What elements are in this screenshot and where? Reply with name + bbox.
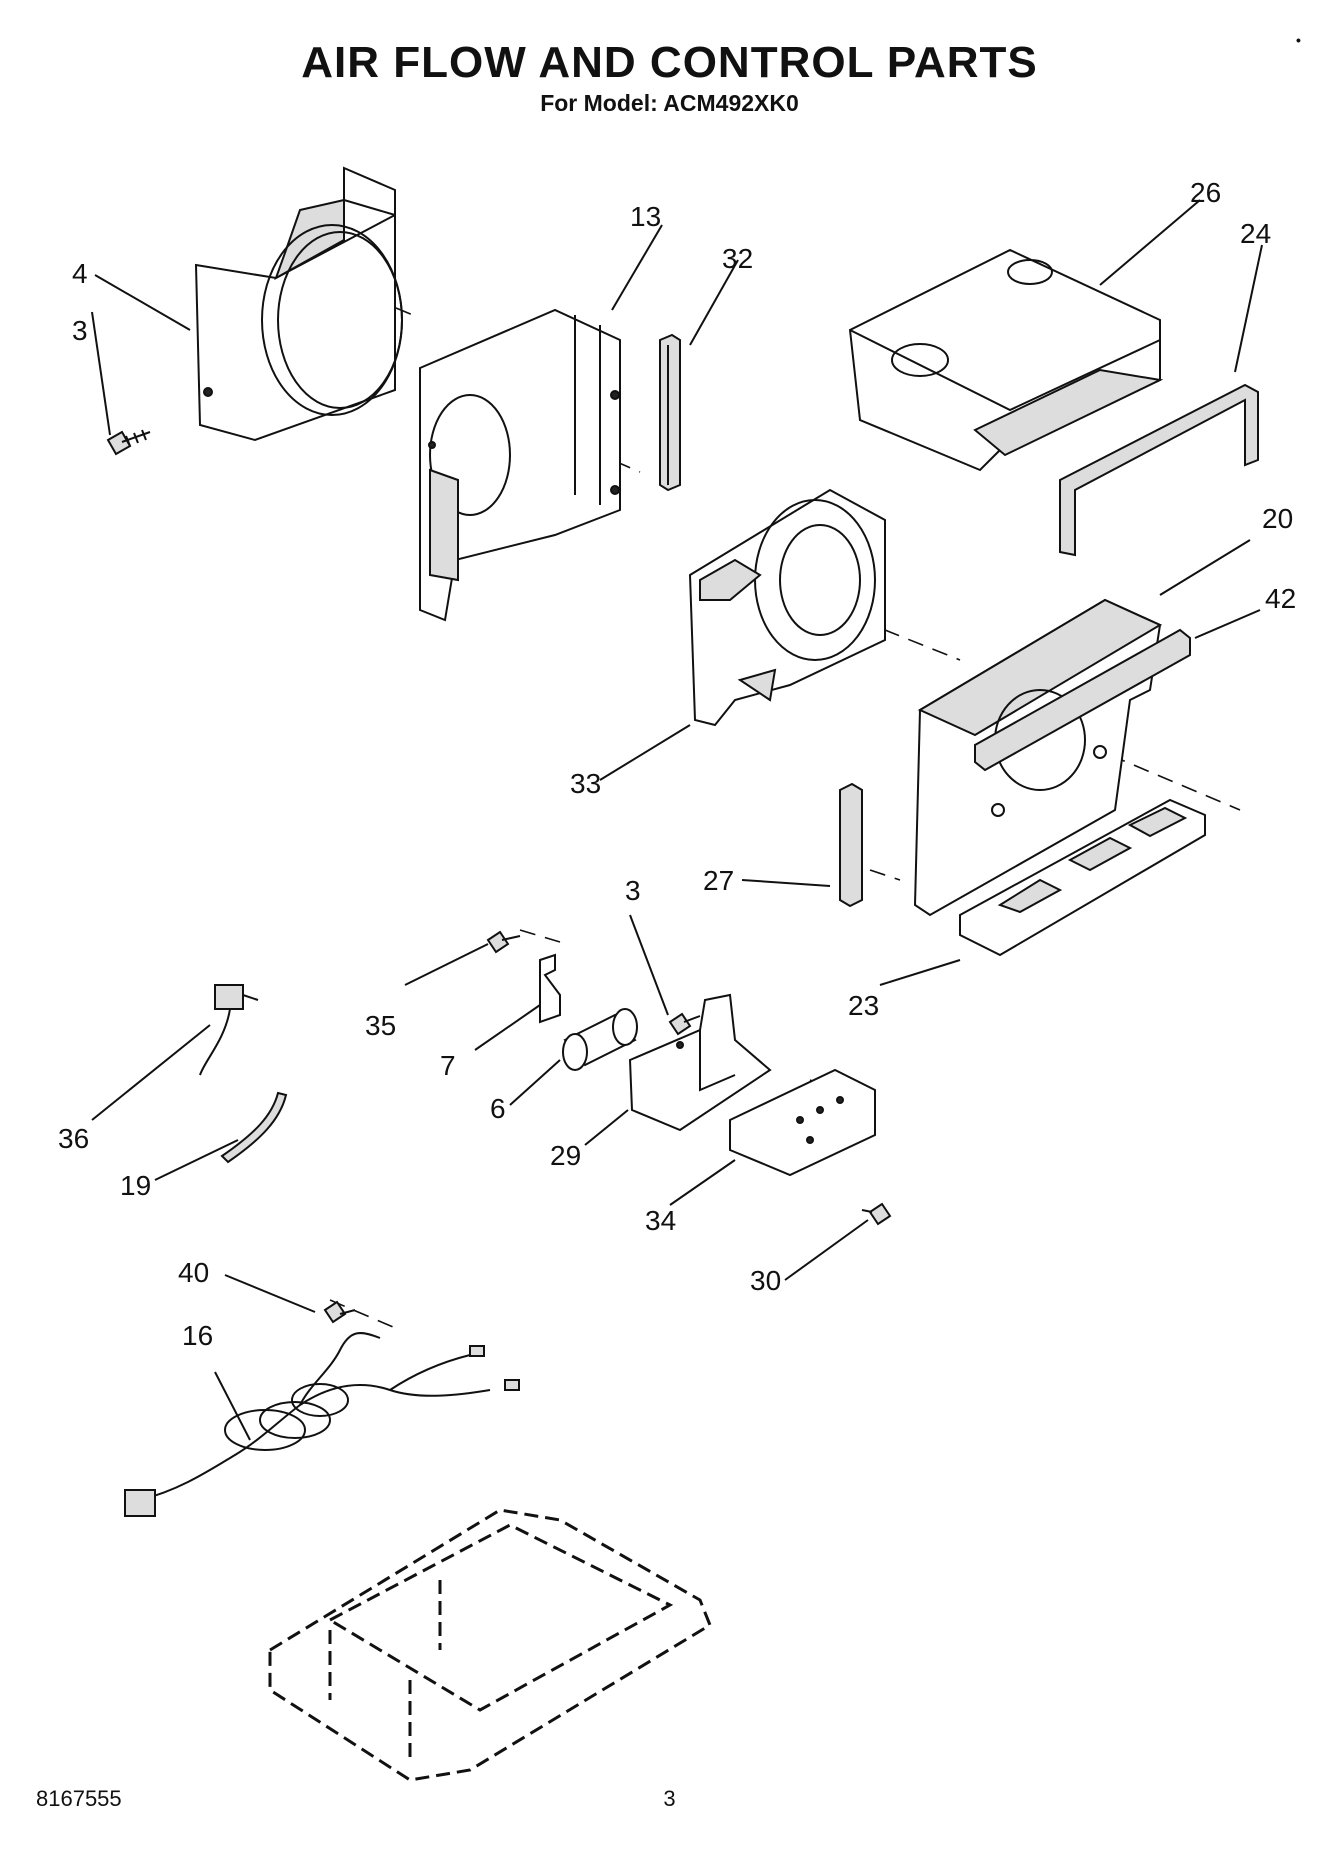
blower-housing-part-33 (688, 488, 886, 727)
screw-part-30 (861, 1202, 892, 1226)
callout-40: 40 (178, 1257, 209, 1288)
base-pan-part-23 (959, 798, 1206, 957)
control-cover-part-34 (729, 1068, 876, 1177)
callout-26: 26 (1190, 177, 1221, 208)
callout-16: 16 (182, 1320, 213, 1351)
callout-29: 29 (550, 1140, 581, 1171)
gasket-part-24 (1059, 383, 1259, 557)
callout-13: 13 (630, 201, 661, 232)
cover-insulation-part-26 (848, 248, 1164, 472)
callout-3-middle: 3 (625, 875, 641, 906)
screw-part-40 (323, 1300, 356, 1324)
foam-strip-part-27 (839, 782, 863, 908)
orifice-panel-part-13 (419, 308, 621, 622)
callout-33: 33 (570, 768, 601, 799)
scan-mark: • (1296, 32, 1301, 48)
power-cord-harness-part-16 (124, 1332, 520, 1517)
callout-27: 27 (703, 865, 734, 896)
page-number: 3 (663, 1786, 676, 1811)
callout-labels: 4 3 13 32 26 24 20 42 33 27 3 35 7 6 29 … (58, 177, 1296, 1351)
clamp-part-7 (539, 953, 561, 1024)
callout-30: 30 (750, 1265, 781, 1296)
callout-42: 42 (1265, 583, 1296, 614)
callout-32: 32 (722, 243, 753, 274)
blower-scroll-shroud-part-4 (194, 166, 403, 442)
control-bracket-part-29 (628, 993, 772, 1132)
seal-strip-part-42 (974, 628, 1191, 772)
page-title: AIR FLOW AND CONTROL PARTS (301, 38, 1038, 87)
screw-part-35 (486, 930, 521, 954)
foam-strip-part-32 (659, 333, 681, 492)
callout-34: 34 (645, 1205, 676, 1236)
screw-part-3-middle (668, 1012, 701, 1036)
tube-part-19 (220, 1091, 288, 1164)
callout-4: 4 (72, 258, 88, 289)
leader-lines (91, 199, 1263, 1441)
callout-23: 23 (848, 990, 879, 1021)
switch-part-36 (199, 984, 259, 1076)
callout-24: 24 (1240, 218, 1271, 249)
document-number: 8167555 (36, 1786, 122, 1811)
screw-part-3-upper (106, 429, 151, 456)
callout-19: 19 (120, 1170, 151, 1201)
callout-20: 20 (1262, 503, 1293, 534)
base-chassis-reference-dashed (268, 1508, 712, 1782)
callout-7: 7 (440, 1050, 456, 1081)
model-subtitle: For Model: ACM492XK0 (540, 90, 799, 116)
callout-35: 35 (365, 1010, 396, 1041)
callout-6: 6 (490, 1093, 506, 1124)
callout-3-upper: 3 (72, 315, 88, 346)
capacitor-part-6 (562, 1008, 638, 1071)
callout-36: 36 (58, 1123, 89, 1154)
